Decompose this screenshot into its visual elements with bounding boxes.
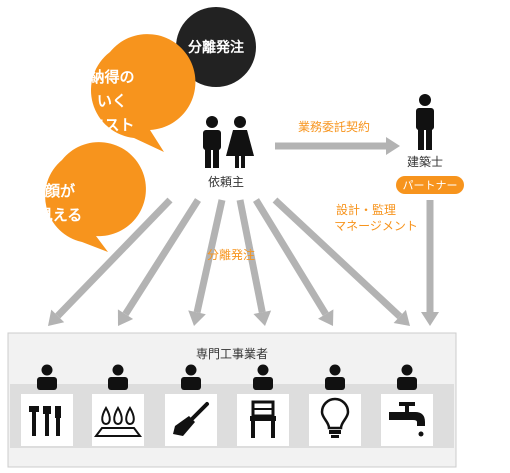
tools-icon bbox=[29, 406, 61, 436]
cost-bubble-line3: コスト bbox=[89, 116, 134, 134]
contractor-tiles bbox=[21, 394, 433, 446]
architect-label: 建築士 bbox=[407, 154, 443, 169]
contractor-worker-icon-5 bbox=[325, 364, 345, 390]
order-arrows bbox=[48, 137, 439, 326]
contractor-worker-icon-4 bbox=[253, 364, 273, 390]
paintbrush-icon bbox=[173, 402, 209, 436]
cost-bubble-line2: いく bbox=[97, 92, 127, 110]
contractor-worker-icon-6 bbox=[397, 364, 417, 390]
order-arrow-label: 分離発注 bbox=[207, 247, 255, 262]
trade-tile-3 bbox=[165, 394, 217, 446]
client-man-icon bbox=[203, 116, 221, 168]
separate-order-bubble-text: 分離発注 bbox=[188, 39, 244, 56]
contractor-worker-icon-2 bbox=[108, 364, 128, 390]
client-label: 依頼主 bbox=[208, 174, 244, 189]
trade-tile-2 bbox=[92, 394, 144, 446]
order-arrow-4 bbox=[236, 199, 272, 326]
management-label-line1: 設計・監理 bbox=[336, 202, 396, 217]
order-arrow-5 bbox=[253, 198, 334, 326]
management-arrow bbox=[421, 200, 439, 326]
trade-tile-1 bbox=[21, 394, 73, 446]
cost-bubble bbox=[90, 34, 196, 152]
partner-badge bbox=[396, 176, 464, 194]
face-bubble bbox=[45, 142, 146, 252]
order-arrow-1 bbox=[48, 197, 173, 326]
chair-icon bbox=[250, 400, 276, 438]
water-faucet-icon bbox=[389, 402, 425, 437]
separate-order-bubble bbox=[176, 7, 256, 87]
order-arrow-6 bbox=[272, 197, 410, 326]
contract-arrow-label: 業務委託契約 bbox=[298, 119, 370, 134]
face-bubble-line1: 顔が bbox=[44, 182, 76, 200]
gas-burner-icon bbox=[94, 406, 142, 437]
client-woman-icon bbox=[226, 116, 254, 168]
architect-icon bbox=[416, 94, 434, 150]
face-bubble-line2: 見える bbox=[37, 206, 83, 224]
management-label-line2: マネージメント bbox=[334, 219, 418, 233]
trade-tile-4 bbox=[237, 394, 289, 446]
tile-strip bbox=[10, 384, 454, 448]
light-bulb-icon bbox=[320, 397, 350, 438]
contractor-panel-title: 専門工事業者 bbox=[196, 347, 268, 361]
contractor-worker-icon-3 bbox=[181, 364, 201, 390]
order-arrow-2 bbox=[117, 198, 201, 326]
contractor-workers bbox=[37, 364, 417, 390]
partner-badge-text: パートナー bbox=[403, 179, 458, 192]
order-arrow-3 bbox=[188, 199, 226, 326]
contractor-worker-icon-1 bbox=[37, 364, 57, 390]
contract-arrow bbox=[275, 137, 400, 155]
trade-tile-6 bbox=[381, 394, 433, 446]
cost-bubble-line1: 納得の bbox=[89, 68, 134, 86]
trade-tile-5 bbox=[309, 394, 361, 446]
